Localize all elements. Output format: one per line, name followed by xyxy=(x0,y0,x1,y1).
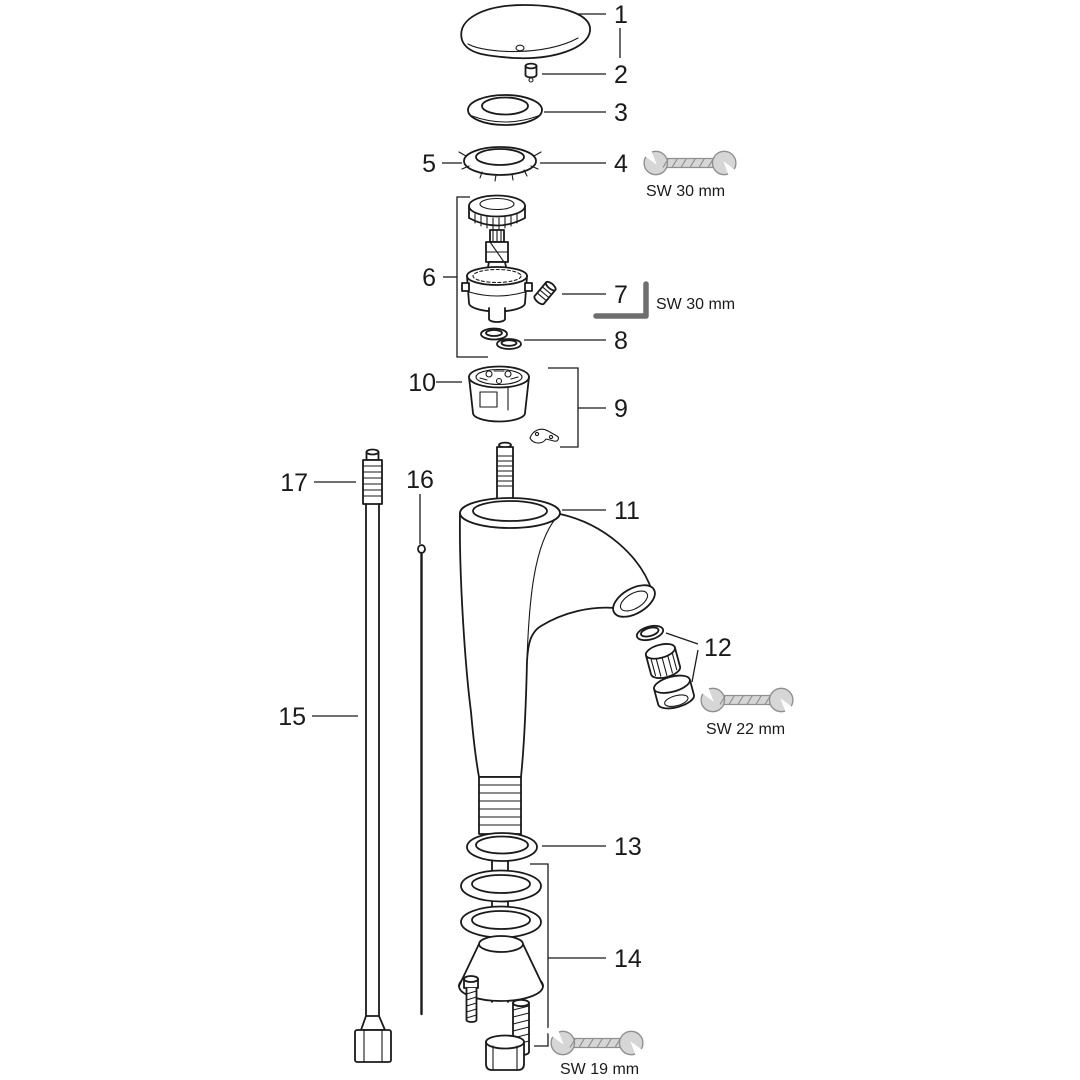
part-label-16: 16 xyxy=(406,466,434,494)
part-label-7: 7 xyxy=(614,281,628,309)
part-1-handle-drawing xyxy=(460,4,591,60)
part-label-8: 8 xyxy=(614,327,628,355)
part-label-3: 3 xyxy=(614,99,628,127)
part-label-4: 4 xyxy=(614,150,628,178)
hex-key-icon xyxy=(593,281,649,319)
tool-label-sw30-wrench: SW 30 mm xyxy=(646,183,725,200)
part-label-12: 12 xyxy=(704,634,732,662)
part-label-1: 1 xyxy=(614,1,628,29)
part-label-6: 6 xyxy=(422,264,436,292)
tool-label-sw22-wrench: SW 22 mm xyxy=(706,721,785,738)
part-13-oring-drawing xyxy=(466,832,538,862)
part-label-10: 10 xyxy=(408,369,436,397)
part-15-hose-drawing xyxy=(354,448,392,1063)
part-6-cartridge-drawing xyxy=(461,194,533,323)
part-8-orings-drawing xyxy=(480,327,522,350)
part-label-15: 15 xyxy=(278,703,306,731)
part-14-base-set-drawing xyxy=(458,869,544,1071)
leader-lines xyxy=(312,13,699,1047)
part-7-screw-drawing xyxy=(533,280,557,306)
part-16-rod-drawing xyxy=(417,544,426,1016)
open-end-wrench-icon-sw19 xyxy=(543,1022,651,1064)
tool-label-sw30-hexkey: SW 30 mm xyxy=(656,296,735,313)
part-9-clip-drawing xyxy=(529,428,559,444)
part-label-14: 14 xyxy=(614,945,642,973)
part-label-9: 9 xyxy=(614,395,628,423)
part-label-13: 13 xyxy=(614,833,642,861)
part-3-ring-drawing xyxy=(467,94,543,126)
part-label-2: 2 xyxy=(614,61,628,89)
part-label-17: 17 xyxy=(280,469,308,497)
part-5-ring-drawing xyxy=(458,146,542,182)
open-end-wrench-icon-sw22 xyxy=(693,679,801,721)
part-label-5: 5 xyxy=(422,150,436,178)
part-12-aerator-drawing xyxy=(635,624,695,710)
tool-label-sw19-wrench: SW 19 mm xyxy=(560,1061,639,1078)
part-2-screw-drawing xyxy=(524,62,538,83)
open-end-wrench-icon-sw30 xyxy=(636,142,744,184)
part-10-insert-drawing xyxy=(468,365,530,423)
part-label-11: 11 xyxy=(614,497,640,525)
